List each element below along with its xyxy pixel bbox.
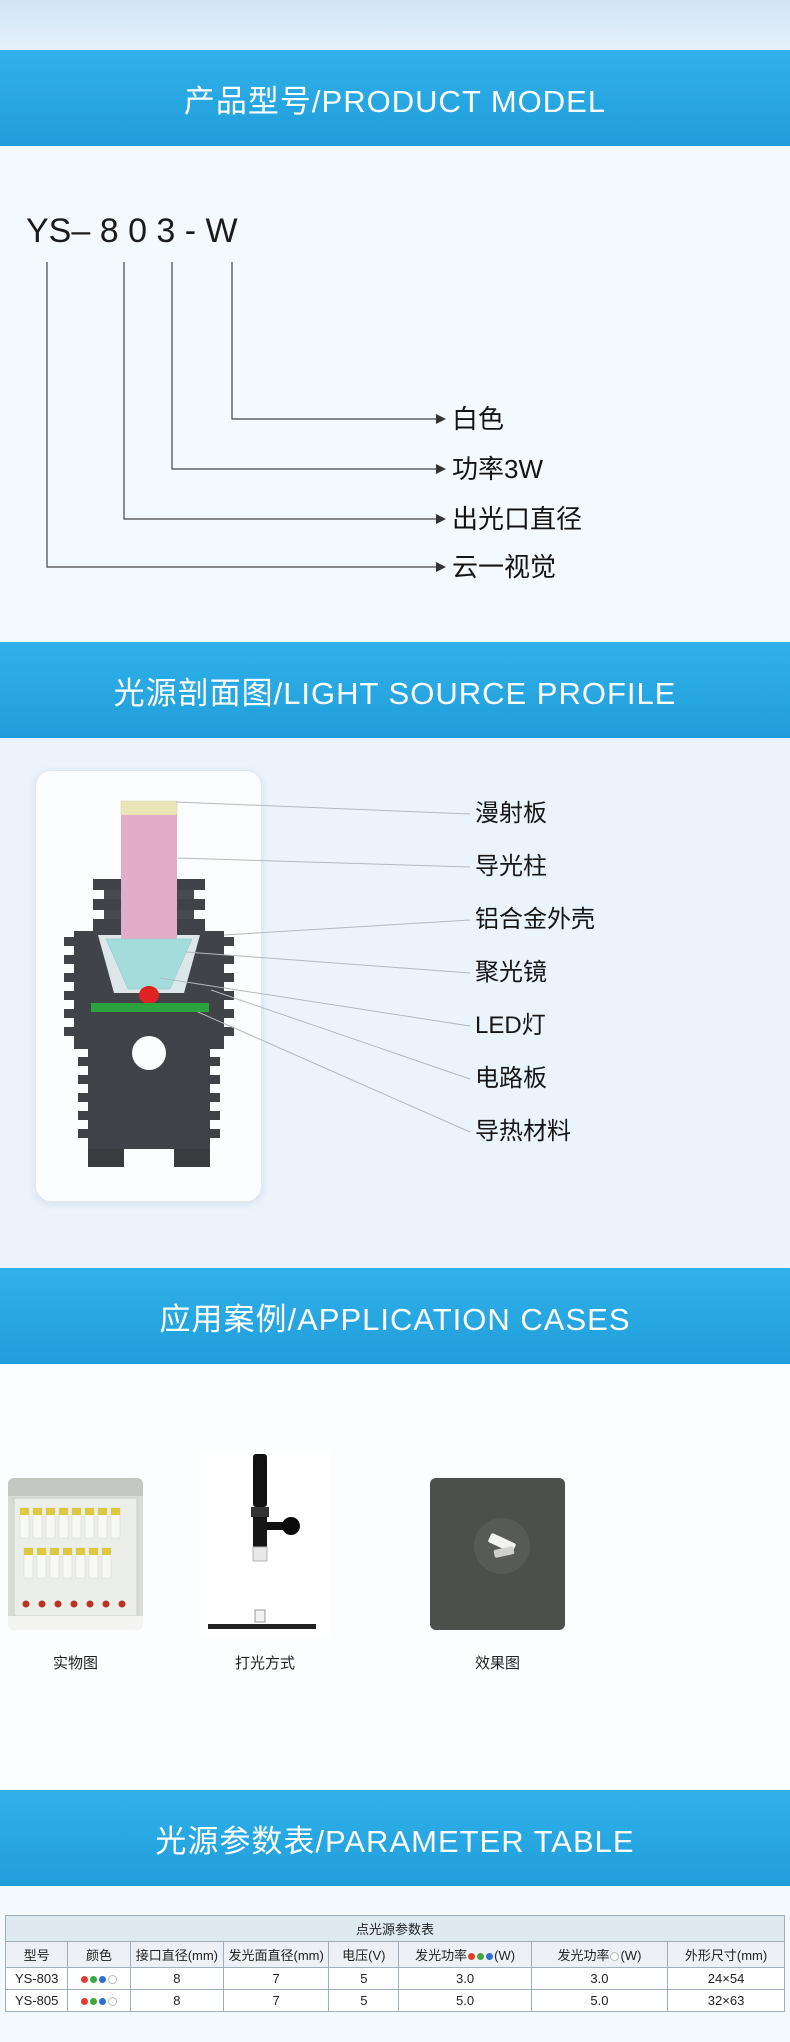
- case-image-effect: [430, 1478, 565, 1630]
- profile-label-light-guide: 导光柱: [475, 853, 547, 880]
- banner-product-model-title: 产品型号/PRODUCT MODEL: [183, 83, 607, 119]
- value-cell: 3.0: [530, 1967, 669, 1990]
- parameter-table: 点光源参数表型号颜色接口直径(mm)发光面直径(mm)电压(V)发光功率(W)发…: [4, 1915, 785, 2012]
- callout-label-power: 功率3W: [452, 454, 544, 484]
- color-cell: [67, 1989, 131, 2012]
- color-dot: [468, 1953, 476, 1961]
- value-cell: 3.0: [398, 1967, 532, 1990]
- table-header-cell: 发光面直径(mm): [223, 1941, 330, 1968]
- banner-light-source-profile-title: 光源剖面图/LIGHT SOURCE PROFILE: [113, 675, 677, 711]
- callout-label-white-color: 白色: [452, 404, 505, 434]
- color-dot: [107, 1975, 117, 1985]
- color-dot: [477, 1953, 485, 1961]
- table-header-cell: 型号: [4, 1941, 69, 1968]
- profile-diagram-card: [35, 770, 262, 1202]
- lit-object-photo: [430, 1478, 565, 1630]
- test-tubes-row-1: [19, 1507, 121, 1539]
- heatsink-feet: [88, 1149, 210, 1167]
- camera-mount: [251, 1507, 269, 1517]
- profile-label-diffuser: 漫射板: [475, 800, 547, 827]
- lens-tip: [252, 1546, 268, 1562]
- light-guide-column: [121, 815, 177, 945]
- value-cell: 8: [129, 1967, 225, 1990]
- camera-stand-diagram: [200, 1452, 330, 1637]
- case-image-lighting-setup: [200, 1452, 330, 1637]
- banner-application-cases-title: 应用案例/APPLICATION CASES: [159, 1301, 631, 1337]
- red-marker-dots: [22, 1600, 126, 1608]
- circuit-board: [91, 1003, 209, 1012]
- value-cell: 8: [129, 1989, 225, 2012]
- thermal-notch: [132, 1036, 166, 1070]
- table-title: 点光源参数表: [5, 1915, 785, 1942]
- banner-parameter-table-title: 光源参数表/PARAMETER TABLE: [155, 1823, 635, 1859]
- caption-lighting-method: 打光方式: [234, 1655, 295, 1672]
- test-tubes-row-2: [23, 1547, 112, 1579]
- highlighted-part-shadow: [493, 1546, 515, 1558]
- value-cell: 5.0: [398, 1989, 532, 2012]
- bracket-arm: [267, 1522, 285, 1530]
- test-tube-rack-photo: [8, 1478, 143, 1630]
- color-cell: [67, 1967, 131, 1990]
- caption-effect-image: 效果图: [474, 1655, 520, 1672]
- color-dot: [80, 1998, 88, 2006]
- table-title-row: 点光源参数表: [5, 1915, 785, 1942]
- parameter-table-body: 点光源参数表型号颜色接口直径(mm)发光面直径(mm)电压(V)发光功率(W)发…: [4, 1915, 785, 2012]
- profile-label-aluminum-shell: 铝合金外壳: [475, 906, 595, 933]
- color-dot: [89, 1998, 97, 2006]
- value-cell: 24×54: [667, 1967, 785, 1990]
- value-cell: 7: [223, 1989, 330, 2012]
- value-cell: 7: [223, 1967, 330, 1990]
- banner-product-model: 产品型号/PRODUCT MODEL: [0, 50, 790, 146]
- value-cell: 5: [328, 1967, 400, 1990]
- value-cell: 5.0: [530, 1989, 669, 2012]
- banner-parameter-table: 光源参数表/PARAMETER TABLE: [0, 1790, 790, 1886]
- value-cell: 32×63: [667, 1989, 785, 2012]
- base-plate: [208, 1624, 316, 1629]
- profile-label-condenser-lens: 聚光镜: [475, 959, 547, 986]
- caption-physical-image: 实物图: [52, 1655, 98, 1672]
- sample-object: [254, 1609, 266, 1623]
- banner-application-cases: 应用案例/APPLICATION CASES: [0, 1268, 790, 1364]
- camera-body: [253, 1454, 267, 1507]
- table-header-cell: 发光功率(W): [530, 1941, 669, 1968]
- callout-label-brand: 云一视觉: [452, 552, 557, 582]
- table-header-row: 型号颜色接口直径(mm)发光面直径(mm)电压(V)发光功率(W)发光功率(W)…: [4, 1941, 785, 1968]
- color-dot: [89, 1976, 97, 1984]
- profile-label-thermal-material: 导热材料: [475, 1118, 571, 1145]
- color-dot: [610, 1952, 620, 1962]
- lens-barrel: [253, 1517, 267, 1547]
- parameter-table-wrap: 点光源参数表型号颜色接口直径(mm)发光面直径(mm)电压(V)发光功率(W)发…: [4, 1915, 785, 2012]
- case-image-physical-object: [8, 1478, 143, 1630]
- table-header-cell: 发光功率(W): [398, 1941, 532, 1968]
- model-cell: YS-805: [4, 1989, 69, 2012]
- table-header-cell: 颜色: [67, 1941, 131, 1968]
- color-dot: [486, 1953, 494, 1961]
- profile-label-circuit-board: 电路板: [475, 1065, 547, 1092]
- profile-label-led: LED灯: [475, 1012, 546, 1039]
- color-dot: [80, 1976, 88, 1984]
- light-source-cross-section-illustration: [64, 800, 234, 1167]
- product-model-code: YS– 8 0 3 - W: [26, 212, 238, 250]
- table-header-cell: 接口直径(mm): [129, 1941, 225, 1968]
- diffuser-plate: [120, 800, 178, 816]
- callout-label-exit-diameter: 出光口直径: [452, 504, 583, 534]
- color-dot: [98, 1998, 106, 2006]
- color-dot: [107, 1997, 117, 2007]
- clamp-knob: [282, 1517, 300, 1535]
- model-cell: YS-803: [4, 1967, 69, 1990]
- led-lamp: [139, 986, 159, 1004]
- table-header-cell: 电压(V): [328, 1941, 400, 1968]
- banner-light-source-profile: 光源剖面图/LIGHT SOURCE PROFILE: [0, 642, 790, 738]
- color-dot: [98, 1976, 106, 1984]
- table-header-cell: 外形尺寸(mm): [667, 1941, 785, 1968]
- value-cell: 5: [328, 1989, 400, 2012]
